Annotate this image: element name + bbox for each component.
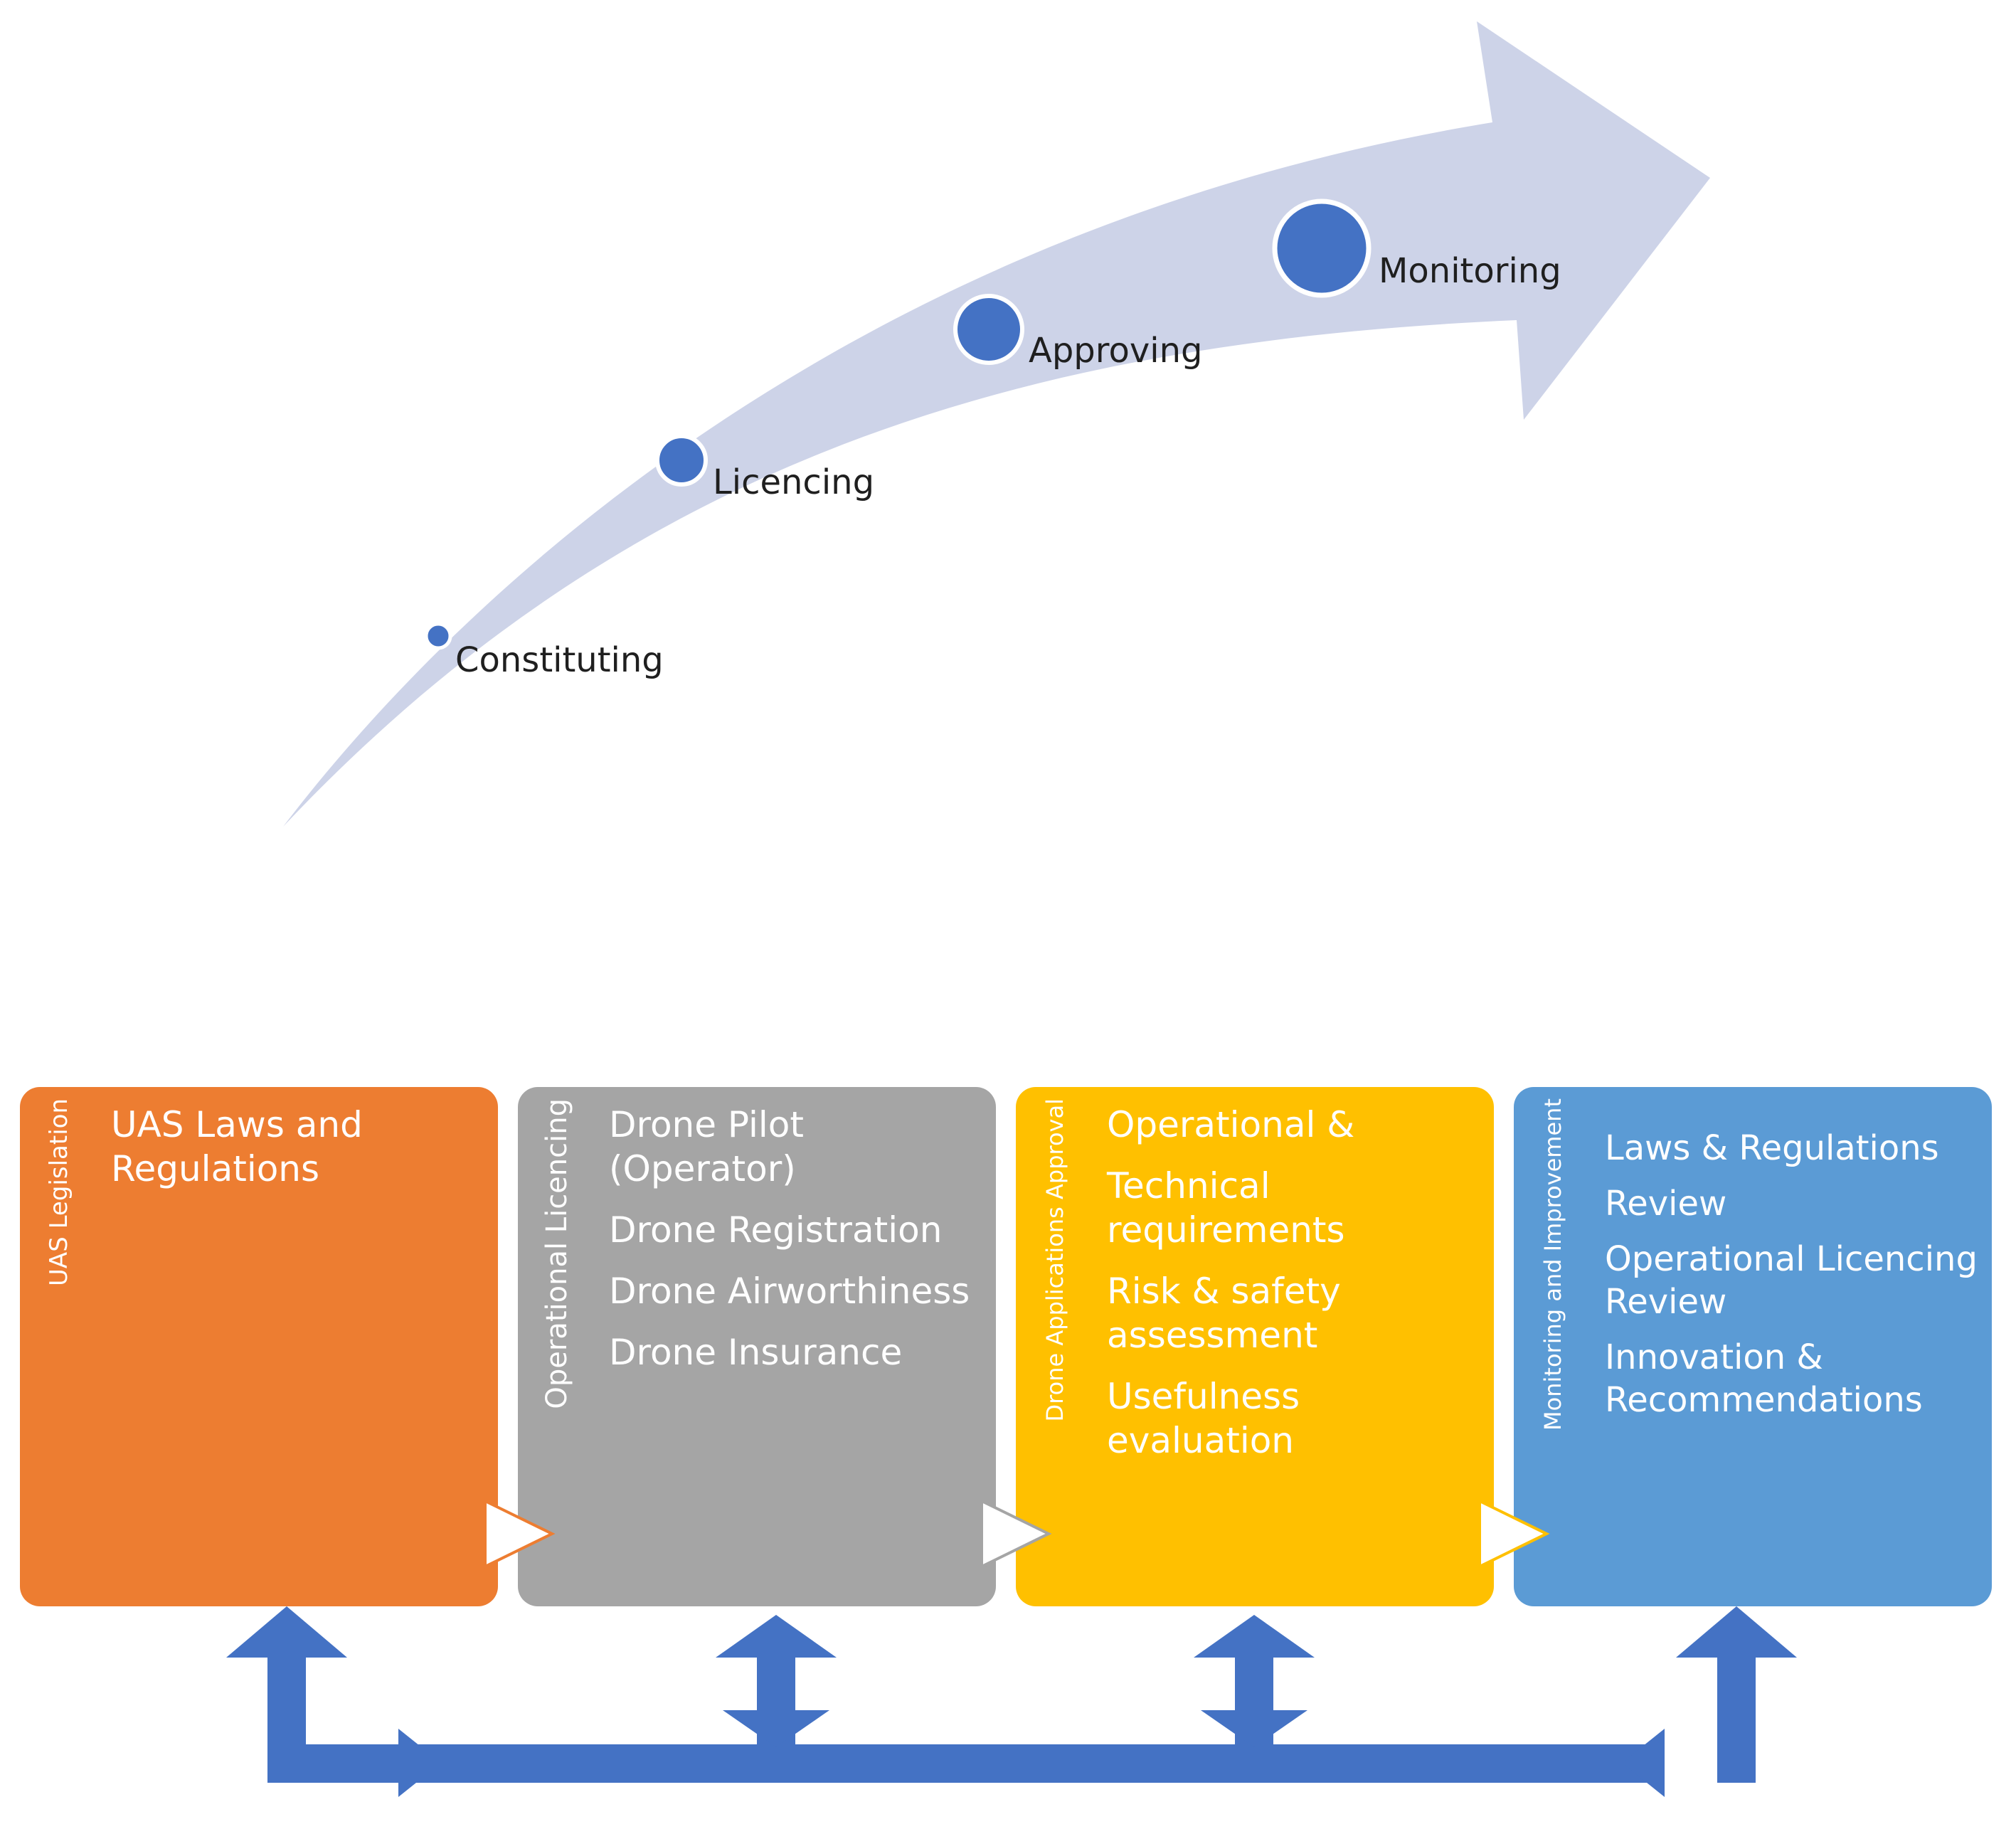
box-item: Laws & Regulations bbox=[1605, 1128, 1939, 1168]
chevron-right-icon bbox=[484, 1498, 556, 1569]
up-arrow-icon bbox=[1194, 1615, 1315, 1658]
box-drone-applications-approval: Drone Applications Approval Operational … bbox=[1016, 1087, 1494, 1606]
box-operational-licencing: Operational Licencing Drone Pilot (Opera… bbox=[518, 1087, 996, 1606]
box-item: Drone Airworthiness bbox=[609, 1271, 970, 1312]
stage-approving: Approving bbox=[953, 294, 1202, 371]
box-item: Risk & safety assessment bbox=[1107, 1271, 1341, 1356]
horizontal-arrow-left bbox=[1622, 1729, 1665, 1797]
up-arrow-icon bbox=[226, 1606, 347, 1658]
timeline-stages: Constituting Licencing Approving Monitor… bbox=[424, 198, 1561, 680]
stage-label: Monitoring bbox=[1379, 251, 1561, 291]
box-item: UAS Laws and Regulations bbox=[111, 1104, 363, 1189]
box-monitoring-and-improvement: Monitoring and Improvement Laws & Regula… bbox=[1514, 1087, 1992, 1606]
stage-dot bbox=[424, 622, 452, 650]
box-item: Drone Insurance bbox=[609, 1332, 903, 1373]
stage-licencing: Licencing bbox=[655, 434, 874, 502]
box-uas-legislation: UAS Legislation UAS Laws and Regulations bbox=[20, 1087, 498, 1606]
stage-label: Approving bbox=[1029, 331, 1202, 371]
horizontal-bar bbox=[398, 1744, 1665, 1783]
stage-monitoring: Monitoring bbox=[1272, 198, 1561, 298]
up-arrow-icon bbox=[1676, 1606, 1797, 1658]
up-arrow-icon bbox=[716, 1615, 837, 1658]
box-item: Drone Pilot (Operator) bbox=[609, 1104, 804, 1189]
box-item: Drone Registration bbox=[609, 1209, 943, 1251]
vertical-shaft-left bbox=[267, 1658, 306, 1783]
feedback-connector bbox=[226, 1606, 1797, 1797]
chevron-right-icon bbox=[980, 1498, 1052, 1569]
vertical-shaft-right bbox=[1717, 1658, 1756, 1783]
box-item: Technical requirements bbox=[1107, 1165, 1345, 1251]
stage-dot bbox=[655, 434, 708, 487]
stage-constituting: Constituting bbox=[424, 622, 664, 680]
box-item: Review bbox=[1605, 1184, 1727, 1224]
down-arrow-icon bbox=[723, 1710, 829, 1747]
stage-label: Licencing bbox=[713, 462, 874, 502]
timeline-arrow-diagram: Constituting Licencing Approving Monitor… bbox=[283, 21, 1710, 827]
box-item: Usefulness evaluation bbox=[1107, 1376, 1300, 1461]
box-item: Operational & bbox=[1107, 1104, 1355, 1145]
box-item-list: Laws & Regulations Review Operational Li… bbox=[1605, 1127, 1979, 1434]
box-item-list: UAS Laws and Regulations bbox=[111, 1103, 485, 1208]
box-item-list: Operational & Technical requirements Ris… bbox=[1107, 1103, 1481, 1480]
box-item-list: Drone Pilot (Operator) Drone Registratio… bbox=[609, 1103, 983, 1391]
stage-dot bbox=[953, 294, 1024, 365]
box-item: Innovation & Recommendations bbox=[1605, 1337, 1923, 1420]
box-item: Operational Licencing Review bbox=[1605, 1239, 1978, 1322]
flow-chevrons bbox=[484, 1498, 1550, 1569]
stage-label: Constituting bbox=[455, 640, 664, 680]
chevron-right-icon bbox=[1478, 1498, 1550, 1569]
stage-dot bbox=[1272, 198, 1372, 298]
down-arrow-icon bbox=[1201, 1710, 1307, 1747]
